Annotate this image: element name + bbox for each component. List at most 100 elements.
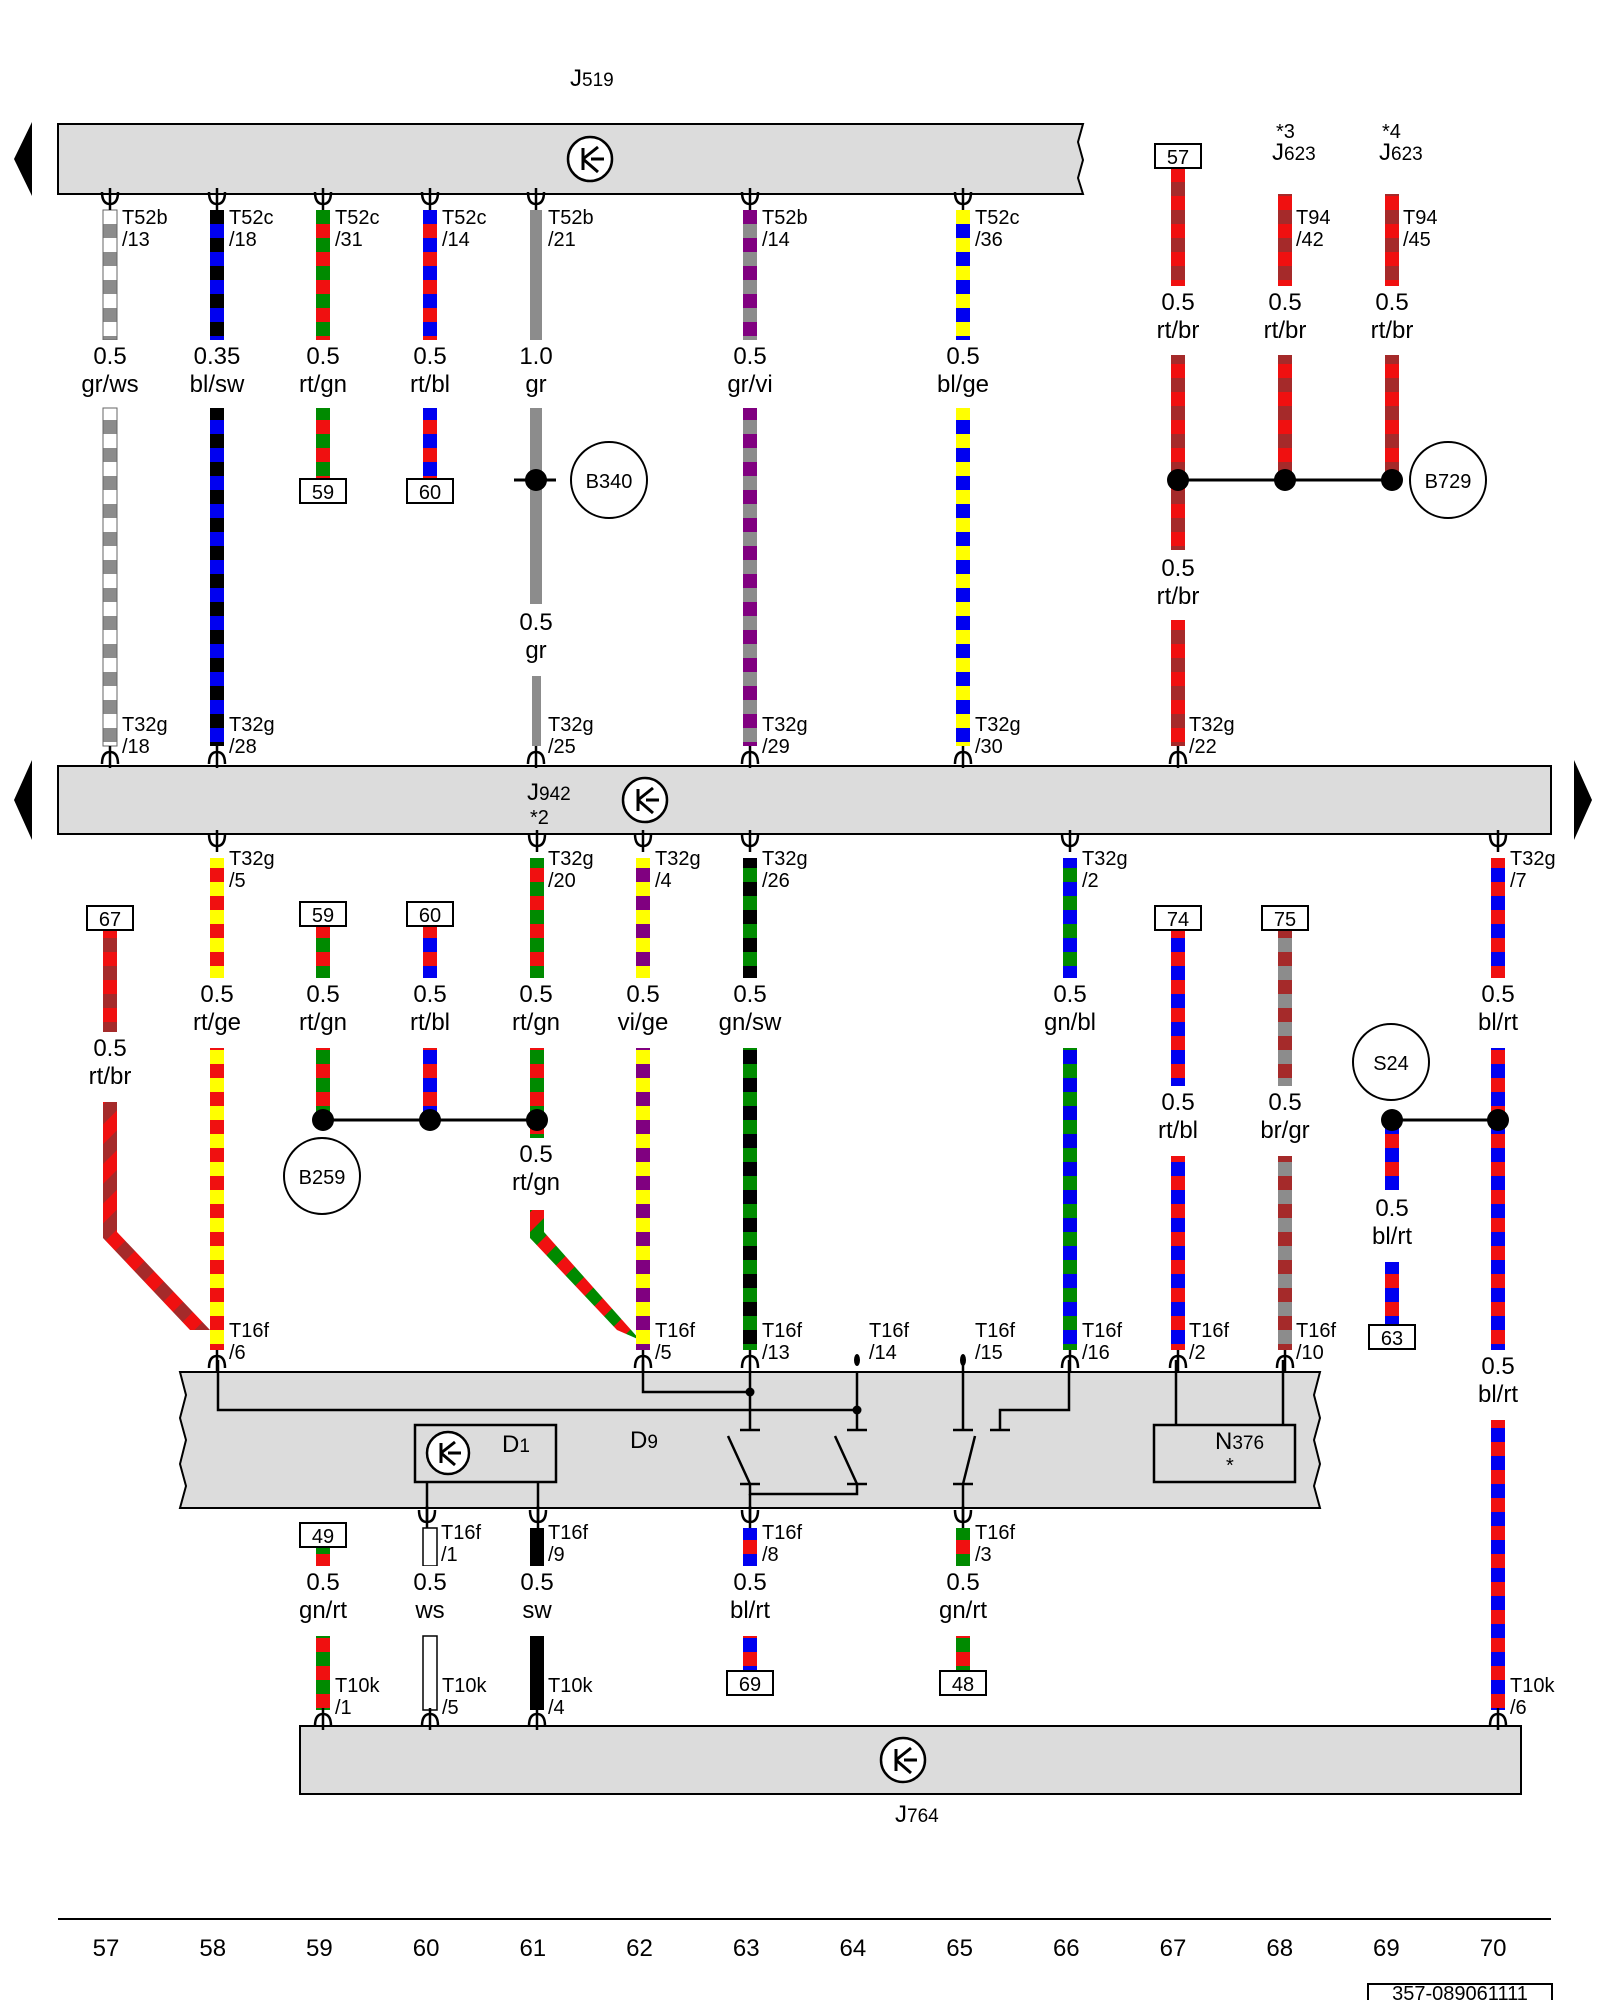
svg-text:T52c: T52c: [975, 207, 1019, 229]
column-number: 68: [1266, 1935, 1293, 1962]
j623-module-label-4: *4 J623: [1379, 121, 1423, 166]
wire-size: 0.5: [1161, 1089, 1194, 1116]
reference-box: 69: [726, 1670, 774, 1696]
column-number: 63: [733, 1935, 760, 1962]
column-number: 59: [306, 1935, 333, 1962]
svg-text:T16f: T16f: [762, 1522, 802, 1544]
wire-color-code: gn/sw: [719, 1009, 782, 1036]
pin-label: T32g/7: [1510, 848, 1556, 892]
svg-text:/9: /9: [548, 1544, 565, 1566]
wire-label: 0.5bl/rt: [708, 1566, 792, 1624]
svg-text:/14: /14: [762, 229, 790, 251]
svg-text:*3: *3: [1276, 121, 1295, 143]
connector-pin-symbol: [207, 1350, 227, 1372]
svg-text:/4: /4: [548, 1697, 565, 1719]
pin-label: T32g/2: [1082, 848, 1128, 892]
reference-box: 57: [1154, 143, 1202, 169]
svg-text:T94: T94: [1403, 207, 1437, 229]
connector-pin-symbol: [527, 830, 547, 852]
wire-label: 1.0gr: [494, 340, 578, 398]
wire-label: 0.5rt/ge: [175, 978, 259, 1036]
connector-pin-symbol: [1168, 1350, 1188, 1372]
wire-color-code: rt/gn: [512, 1009, 560, 1036]
connector-pin-symbol: [100, 746, 120, 768]
wire-color-code: rt/br: [1157, 317, 1200, 344]
wire-size: 0.5: [1481, 981, 1514, 1008]
wire-color-code: rt/ge: [193, 1009, 241, 1036]
wire-size: 0.5: [306, 981, 339, 1008]
svg-text:T16f: T16f: [655, 1320, 695, 1342]
wire-color-code: ws: [414, 1597, 444, 1624]
wire-color-code: rt/bl: [410, 371, 450, 398]
j764-label: J764: [895, 1801, 939, 1828]
wire-label: 0.5rt/gn: [494, 1138, 578, 1196]
wire-label: 0.5gn/rt: [921, 1566, 1005, 1624]
wire-labels: 0.5gr/ws0.35bl/sw0.5rt/gn0.5rt/bl1.0gr0.…: [68, 286, 1540, 1624]
pin-label: T32g/5: [229, 848, 275, 892]
wire-color-code: rt/br: [89, 1063, 132, 1090]
wire-label: 0.5rt/br: [1350, 286, 1434, 344]
d9-label: D9: [630, 1427, 658, 1454]
reference-number: 63: [1381, 1328, 1403, 1350]
svg-text:/26: /26: [762, 870, 790, 892]
wire-color-code: bl/rt: [1478, 1009, 1518, 1036]
svg-text:/18: /18: [229, 229, 257, 251]
svg-text:T32g: T32g: [762, 848, 808, 870]
svg-text:*4: *4: [1382, 121, 1401, 143]
reference-box: 60: [406, 478, 454, 504]
wire-size: 0.5: [946, 343, 979, 370]
connector-symbols: [100, 188, 1508, 1730]
d1-label: D1: [502, 1431, 530, 1458]
wire-size: 0.5: [946, 1569, 979, 1596]
svg-text:/6: /6: [229, 1342, 246, 1364]
wire-color-code: bl/rt: [1372, 1223, 1412, 1250]
svg-text:S24: S24: [1373, 1053, 1409, 1075]
wire-label: 0.5gn/sw: [708, 978, 792, 1036]
svg-text:/5: /5: [655, 1342, 672, 1364]
svg-text:/45: /45: [1403, 229, 1431, 251]
reference-number: 59: [312, 905, 334, 927]
pin-label: T16f/10: [1296, 1320, 1336, 1364]
svg-text:T16f: T16f: [975, 1522, 1015, 1544]
svg-text:T16f: T16f: [441, 1522, 481, 1544]
wire-label: 0.5sw: [495, 1566, 579, 1624]
connector-pin-symbol: [953, 188, 973, 210]
electronic-icon: [621, 776, 669, 824]
svg-text:/25: /25: [548, 736, 576, 758]
wire-size: 0.5: [519, 609, 552, 636]
pin-label: T16f/2: [1189, 1320, 1229, 1364]
svg-text:J623: J623: [1379, 139, 1423, 166]
wire-color-code: rt/gn: [512, 1169, 560, 1196]
svg-text:/31: /31: [335, 229, 363, 251]
wire-color-code: bl/sw: [190, 371, 245, 398]
column-number: 61: [519, 1935, 546, 1962]
svg-text:T32g: T32g: [975, 714, 1021, 736]
svg-text:/1: /1: [335, 1697, 352, 1719]
svg-text:/4: /4: [655, 870, 672, 892]
wire-size: 0.5: [413, 981, 446, 1008]
wire-size: 0.5: [733, 343, 766, 370]
pin-label: T16f/1: [441, 1522, 481, 1566]
reference-box: 59: [299, 901, 347, 927]
connector-pin-symbol: [526, 746, 546, 768]
wire-color-code: gn/rt: [939, 1597, 987, 1624]
reference-number: 48: [952, 1674, 974, 1696]
reference-box: 67: [86, 905, 134, 931]
pin-label: T16f/16: [1082, 1320, 1122, 1364]
j942-note: *2: [530, 807, 549, 829]
reference-number: 59: [312, 482, 334, 504]
pin-label: T16f/14: [869, 1320, 909, 1364]
wire-label: 0.5rt/bl: [388, 978, 472, 1036]
wire-label: 0.5vi/ge: [601, 978, 685, 1036]
connector-pin-symbol: [740, 746, 760, 768]
connector-pin-symbol: [528, 1506, 548, 1528]
wire-color-code: bl/ge: [937, 371, 989, 398]
wire-label: 0.5bl/rt: [1456, 1350, 1540, 1408]
column-number: 57: [93, 1935, 120, 1962]
reference-number: 69: [739, 1674, 761, 1696]
svg-text:B729: B729: [1425, 471, 1472, 493]
wire-color-code: gn/rt: [299, 1597, 347, 1624]
wire-color-code: gr: [525, 371, 546, 398]
splice-points: [312, 469, 1509, 1131]
